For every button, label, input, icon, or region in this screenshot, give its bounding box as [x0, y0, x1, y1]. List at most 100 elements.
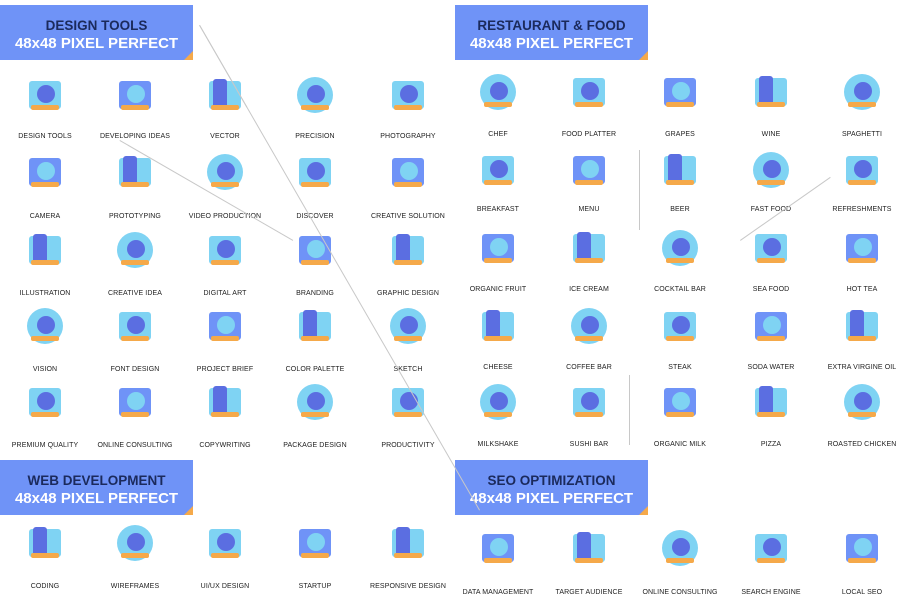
icon-label: BEER: [670, 206, 690, 213]
hot-tea-icon: [842, 228, 882, 268]
icon-label: SEARCH ENGINE: [741, 589, 801, 596]
icon-label: REFRESHMENTS: [832, 206, 892, 213]
icon-item: BREAKFAST: [452, 150, 544, 213]
watermark-line: [639, 150, 640, 230]
roasted-chicken-icon: [842, 382, 882, 422]
icon-item: PACKAGE DESIGN: [269, 382, 361, 449]
page-fold-corner: [184, 506, 193, 515]
icon-label: PIZZA: [760, 441, 782, 448]
icon-item: ORGANIC FRUIT: [452, 228, 544, 293]
icon-item: ROASTED CHICKEN: [816, 382, 908, 448]
icon-label: DISCOVER: [296, 213, 334, 220]
icon-item: VIDEO PRODUCTION: [179, 152, 271, 220]
icon-item: FONT DESIGN: [89, 306, 181, 373]
icon-item: ORGANIC MILK: [634, 382, 726, 448]
grapes-icon: [660, 72, 700, 112]
icon-label: SPAGHETTI: [841, 131, 883, 138]
icon-item: PROJECT BRIEF: [179, 306, 271, 373]
icon-label: COFFEE BAR: [566, 364, 612, 371]
refreshments-icon: [842, 150, 882, 190]
section-subtitle: 48x48 PIXEL PERFECT: [469, 490, 634, 507]
icon-label: ONLINE CONSULTING: [642, 589, 718, 596]
camera-icon: [25, 152, 65, 192]
icon-item: SEA FOOD: [725, 228, 817, 293]
startup-icon: [295, 523, 335, 563]
icon-label: PROTOTYPING: [109, 213, 161, 220]
icon-label: RESPONSIVE DESIGN: [370, 583, 446, 590]
icon-item: FOOD PLATTER: [543, 72, 635, 138]
ice-cream-icon: [569, 228, 609, 268]
icon-item: STEAK: [634, 306, 726, 371]
graphic-design-icon: [388, 230, 428, 270]
icon-item: REFRESHMENTS: [816, 150, 908, 213]
icon-item: STARTUP: [269, 523, 361, 590]
icon-item: CHEESE: [452, 306, 544, 371]
icon-item: ICE CREAM: [543, 228, 635, 293]
icon-label: DESIGN TOOLS: [18, 133, 72, 140]
icon-item: CREATIVE SOLUTION: [362, 152, 454, 220]
icon-label: WINE: [761, 131, 781, 138]
wireframes-icon: [115, 523, 155, 563]
copywriting-icon: [205, 382, 245, 422]
organic-milk-icon: [660, 382, 700, 422]
icon-item: WINE: [725, 72, 817, 138]
icon-label: EXTRA VIRGINE OIL: [827, 364, 897, 371]
data-management-icon: [478, 528, 518, 568]
beer-icon: [660, 150, 700, 190]
icon-label: DEVELOPING IDEAS: [99, 133, 171, 140]
icon-label: CHEF: [488, 131, 508, 138]
local-seo-icon: [842, 528, 882, 568]
icon-item: PRODUCTIVITY: [362, 382, 454, 449]
online-consulting-icon: [660, 528, 700, 568]
breakfast-icon: [478, 150, 518, 190]
icon-label: MILKSHAKE: [477, 441, 519, 448]
icon-label: PRODUCTIVITY: [381, 442, 435, 449]
icon-label: PHOTOGRAPHY: [380, 133, 436, 140]
icon-item: BRANDING: [269, 230, 361, 297]
icon-label: PREMIUM QUALITY: [11, 442, 79, 449]
chef-icon: [478, 72, 518, 112]
icon-label: BREAKFAST: [476, 206, 520, 213]
icon-item: ONLINE CONSULTING: [89, 382, 181, 449]
extra-virgine-oil-icon: [842, 306, 882, 346]
icon-label: MENU: [578, 206, 600, 213]
icon-item: VECTOR: [179, 75, 271, 140]
icon-label: DIGITAL ART: [203, 290, 247, 297]
icon-label: GRAPES: [665, 131, 695, 138]
icon-label: COLOR PALETTE: [285, 366, 345, 373]
icon-item: UI/UX DESIGN: [179, 523, 271, 590]
icon-label: CODING: [30, 583, 60, 590]
icon-item: COCKTAIL BAR: [634, 228, 726, 293]
icon-label: CAMERA: [29, 213, 61, 220]
design-tools-icon: [25, 75, 65, 115]
wine-icon: [751, 72, 791, 112]
icon-item: MILKSHAKE: [452, 382, 544, 448]
icon-label: SODA WATER: [747, 364, 795, 371]
discover-icon: [295, 152, 335, 192]
video-production-icon: [205, 152, 245, 192]
icon-item: GRAPES: [634, 72, 726, 138]
watermark-line: [629, 375, 630, 445]
icon-item: PIZZA: [725, 382, 817, 448]
section-title: RESTAURANT & FOOD: [477, 18, 626, 33]
icon-item: DIGITAL ART: [179, 230, 271, 297]
icon-label: STARTUP: [298, 583, 332, 590]
icon-label: CHEESE: [483, 364, 513, 371]
icon-item: SODA WATER: [725, 306, 817, 371]
icon-item: LOCAL SEO: [816, 528, 908, 596]
icon-label: STEAK: [668, 364, 692, 371]
icon-label: SEA FOOD: [752, 286, 790, 293]
responsive-design-icon: [388, 523, 428, 563]
sketch-icon: [388, 306, 428, 346]
search-engine-icon: [751, 528, 791, 568]
icon-label: FAST FOOD: [750, 206, 792, 213]
spaghetti-icon: [842, 72, 882, 112]
icon-item: PREMIUM QUALITY: [0, 382, 91, 449]
icon-item: DATA MANAGEMENT: [452, 528, 544, 596]
icon-item: CODING: [0, 523, 91, 590]
icon-label: GRAPHIC DESIGN: [376, 290, 440, 297]
icon-item: CHEF: [452, 72, 544, 138]
